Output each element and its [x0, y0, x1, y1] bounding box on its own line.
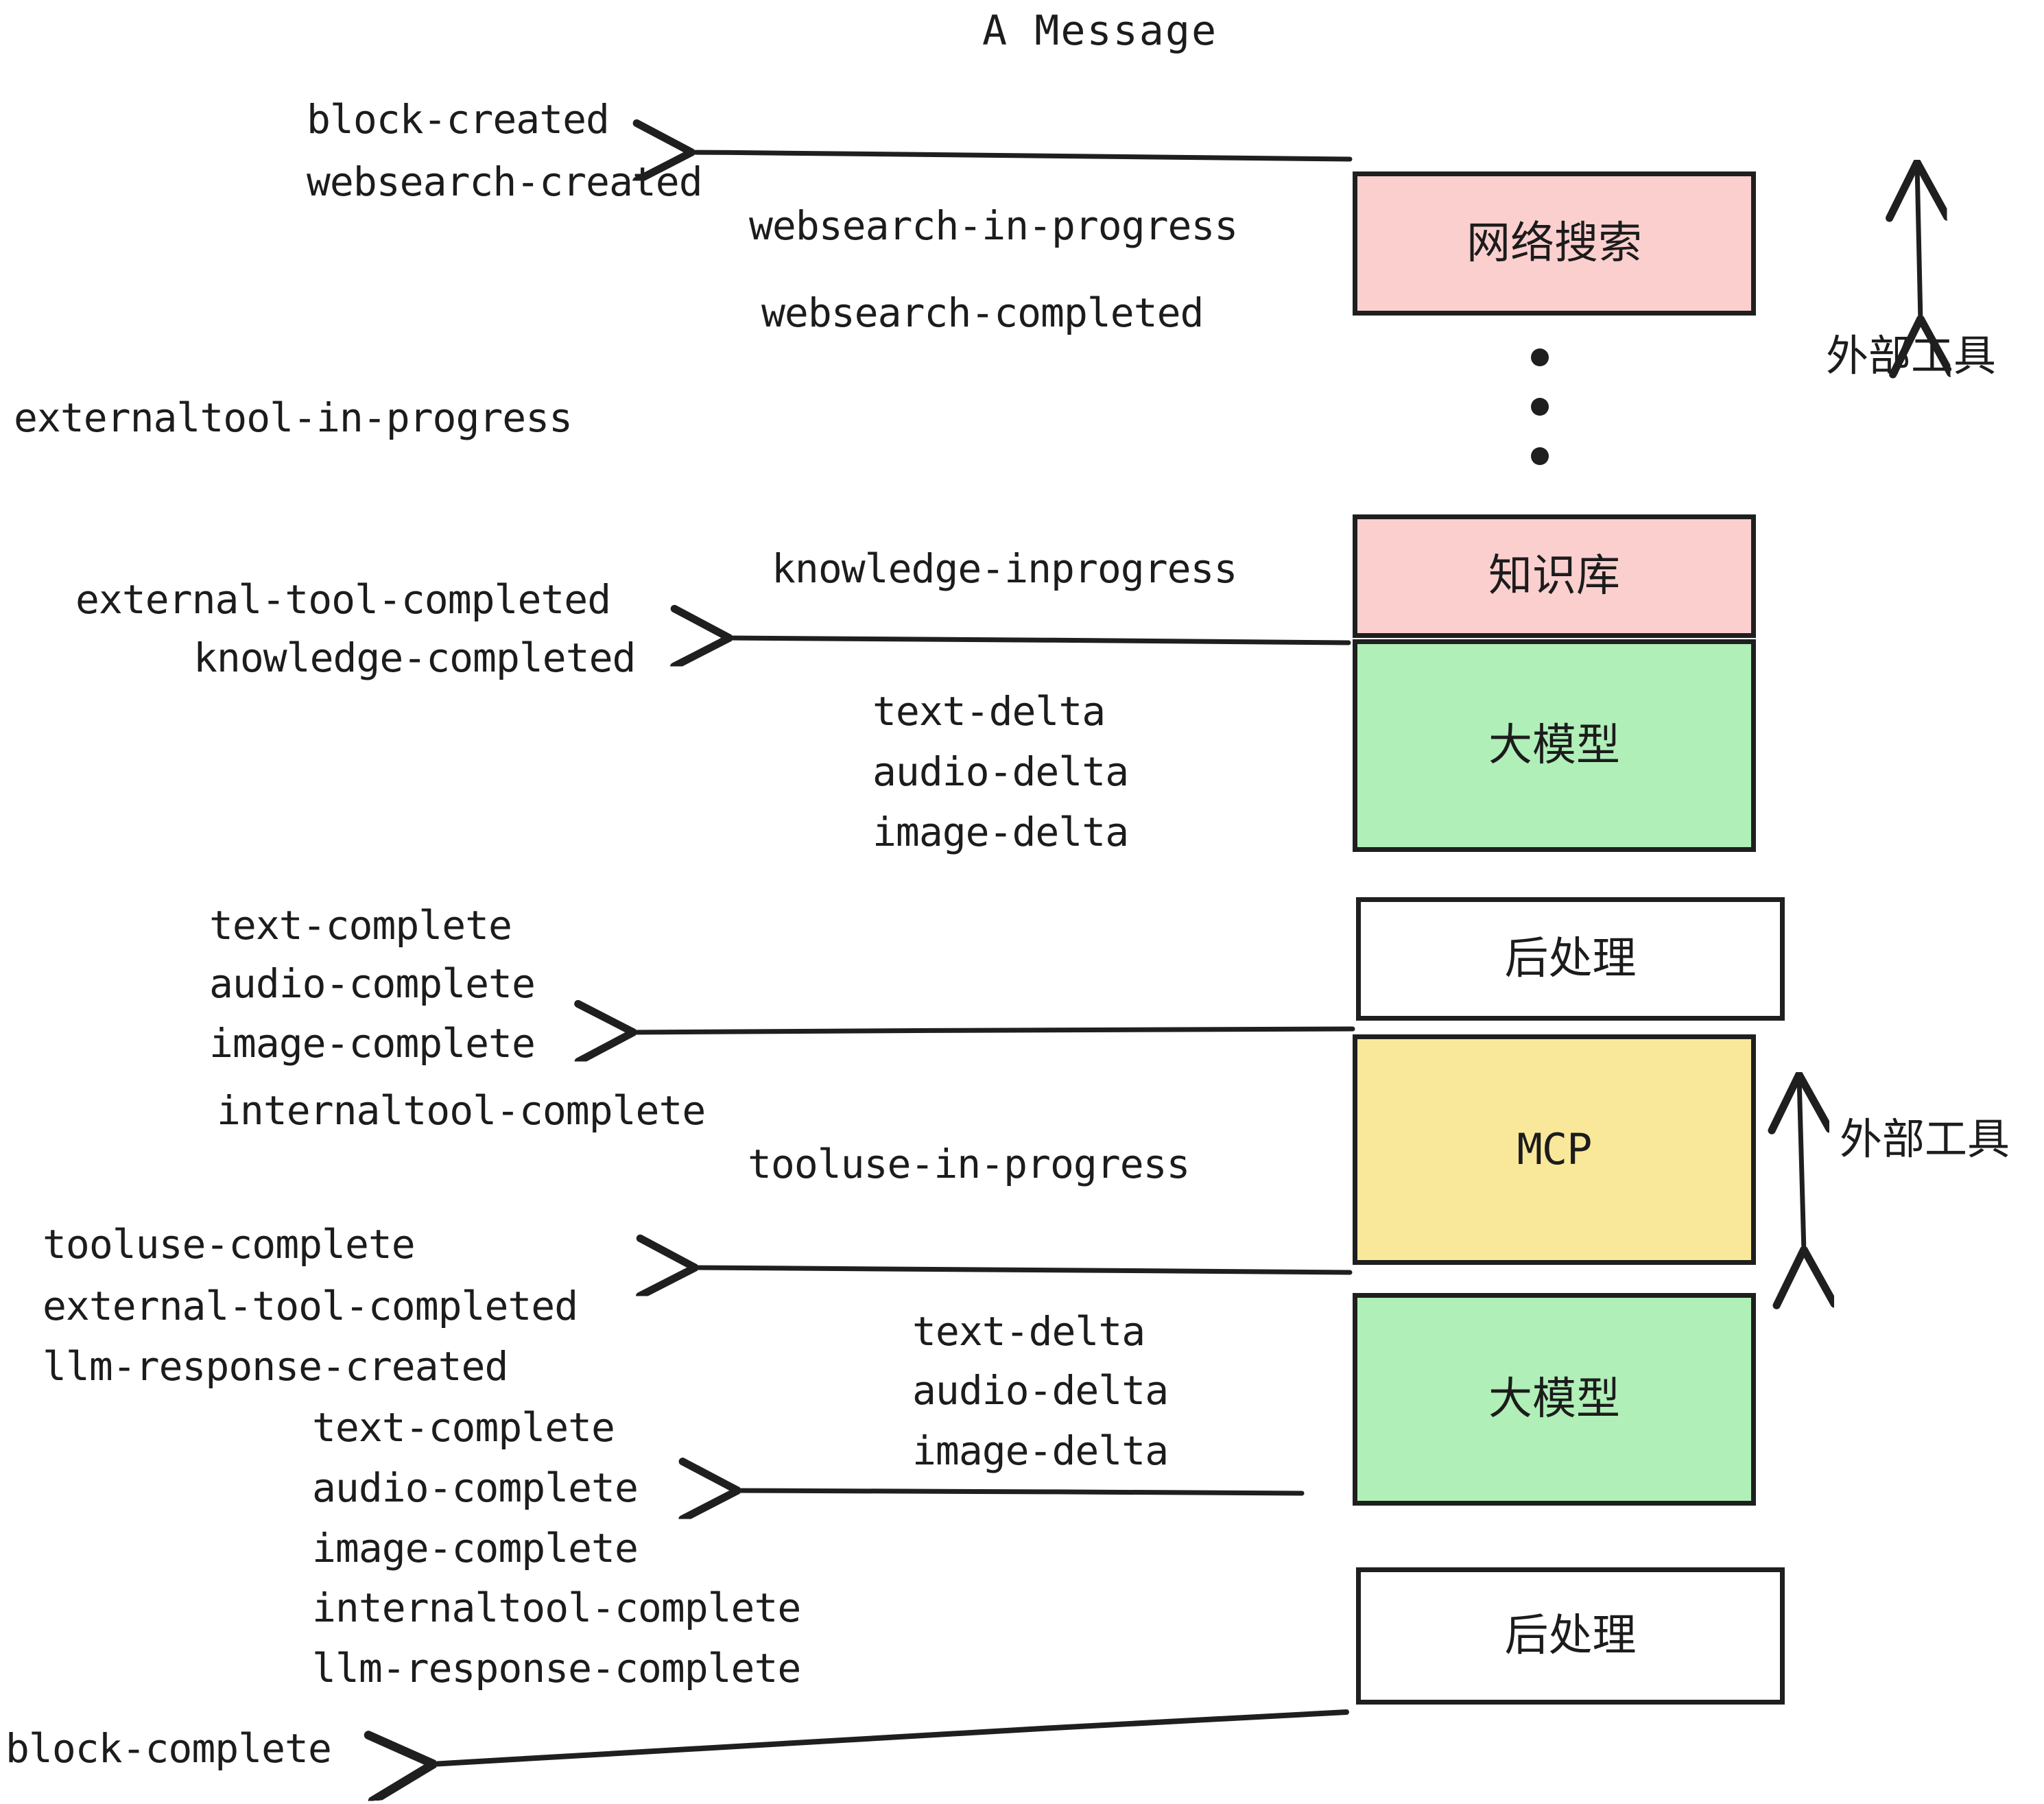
arrow-knowledge-to-knowledgecompleted	[727, 638, 1351, 643]
ellipsis-dot-3	[1531, 447, 1549, 465]
side-label-external-tool-top: 外部工具	[1826, 331, 1997, 381]
ellipsis-dot-1	[1531, 348, 1549, 366]
event-text-complete-2: text-complete	[312, 1404, 615, 1451]
node-websearch-label: 网络搜索	[1466, 218, 1642, 269]
node-mcp: MCP	[1353, 1034, 1756, 1265]
node-postprocess-top-label: 后处理	[1504, 934, 1637, 984]
event-image-complete-2: image-complete	[312, 1525, 639, 1571]
node-mcp-label: MCP	[1517, 1124, 1593, 1174]
side-label-external-tool-bottom: 外部工具	[1840, 1114, 2010, 1164]
event-tooluse-complete: tooluse-complete	[43, 1221, 416, 1268]
arrow-postprocess-to-blockcomplete	[431, 1709, 1349, 1764]
node-llm-bottom-label: 大模型	[1488, 1374, 1620, 1425]
event-websearch-in-progress: websearch-in-progress	[749, 202, 1238, 249]
node-postprocess-bottom: 后处理	[1356, 1567, 1785, 1705]
node-postprocess-bottom-label: 后处理	[1504, 1611, 1637, 1661]
event-internaltool-complete-1: internaltool-complete	[217, 1087, 706, 1134]
event-image-delta-2: image-delta	[912, 1427, 1169, 1474]
event-block-created: block-created	[307, 96, 610, 143]
node-websearch: 网络搜索	[1353, 171, 1756, 316]
arrow-mcp-to-toolusecomplete	[693, 1268, 1353, 1272]
event-block-complete: block-complete	[5, 1725, 332, 1772]
arrow-websearch-to-blockcreated	[689, 152, 1353, 159]
node-llm-top-label: 大模型	[1488, 720, 1620, 771]
arrow-postprocess-to-imagecomplete	[631, 1029, 1355, 1032]
event-audio-complete-2: audio-complete	[312, 1464, 639, 1511]
arrow-llm-to-audiocomplete	[735, 1491, 1305, 1493]
event-externaltool-in-progress: externaltool-in-progress	[14, 394, 573, 441]
node-postprocess-top: 后处理	[1356, 897, 1785, 1021]
event-audio-delta-1: audio-delta	[872, 748, 1129, 795]
event-audio-complete-1: audio-complete	[209, 960, 536, 1007]
event-external-tool-completed-2: external-tool-completed	[43, 1283, 578, 1329]
node-llm-top: 大模型	[1353, 639, 1756, 852]
node-llm-bottom: 大模型	[1353, 1293, 1756, 1506]
event-websearch-completed: websearch-completed	[761, 289, 1204, 336]
node-knowledge: 知识库	[1353, 514, 1756, 638]
event-tooluse-in-progress: tooluse-in-progress	[748, 1141, 1190, 1187]
arrow-external-tool-bracket-bottom	[1799, 1077, 1804, 1252]
ellipsis-dot-2	[1531, 398, 1549, 416]
event-audio-delta-2: audio-delta	[912, 1367, 1169, 1414]
event-image-delta-1: image-delta	[872, 809, 1129, 855]
event-image-complete-1: image-complete	[209, 1020, 536, 1067]
event-text-complete-1: text-complete	[209, 902, 512, 949]
event-llm-response-created: llm-response-created	[43, 1343, 508, 1390]
event-text-delta-2: text-delta	[912, 1308, 1145, 1355]
node-knowledge-label: 知识库	[1488, 551, 1620, 602]
event-knowledge-inprogress: knowledge-inprogress	[772, 545, 1237, 592]
arrow-external-tool-bracket-top	[1917, 165, 1921, 321]
event-text-delta-1: text-delta	[872, 688, 1106, 735]
event-external-tool-completed-1: external-tool-completed	[75, 576, 611, 623]
event-websearch-created: websearch-created	[307, 158, 703, 205]
event-knowledge-completed: knowledge-completed	[193, 634, 636, 681]
diagram-title: A Message	[982, 7, 1218, 55]
event-llm-response-complete: llm-response-complete	[312, 1645, 801, 1692]
event-internaltool-complete-2: internaltool-complete	[312, 1585, 801, 1631]
